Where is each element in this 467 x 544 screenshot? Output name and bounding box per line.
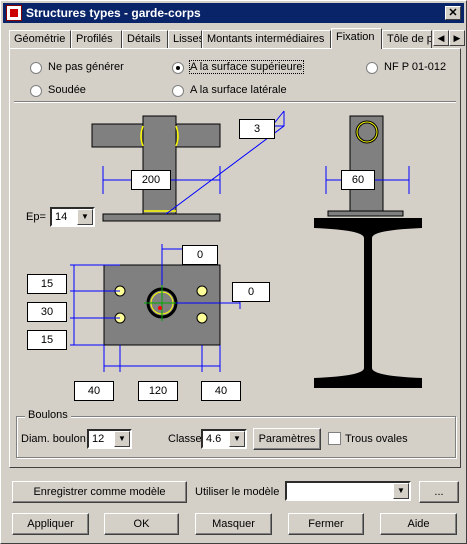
radio-dot — [30, 62, 42, 74]
radio-label: Ne pas générer — [48, 61, 124, 73]
tab-scroll-right-button[interactable]: ▶ — [449, 30, 465, 46]
plate-width-field[interactable]: 200 — [131, 170, 171, 190]
trous-ovales-label: Trous ovales — [345, 433, 408, 445]
title-bar[interactable]: Structures types - garde-corps ✕ — [3, 3, 464, 23]
tab-fixation[interactable]: Fixation — [331, 28, 382, 49]
trous-ovales-checkbox[interactable] — [328, 432, 341, 445]
chevron-down-icon[interactable]: ▼ — [114, 431, 130, 447]
tab-profiles[interactable]: Profilés — [71, 30, 122, 48]
weld-size-field[interactable]: 3 — [239, 119, 275, 139]
ep-value: 14 — [55, 211, 68, 223]
weld-mark — [175, 125, 179, 147]
classe-select[interactable]: 4.6 ▼ — [201, 429, 247, 449]
diam-boulon-label: Diam. boulon — [21, 433, 86, 445]
plan-view — [70, 244, 241, 372]
h-dim-1-field[interactable]: 40 — [74, 381, 114, 401]
side-plate — [327, 210, 404, 217]
parametres-button[interactable]: Paramètres — [253, 428, 321, 450]
radio-dot — [366, 62, 378, 74]
tab-montants-intermediaires[interactable]: Montants intermédiaires — [202, 30, 331, 48]
save-model-button[interactable]: Enregistrer comme modèle — [12, 481, 187, 503]
chevron-down-icon[interactable]: ▼ — [229, 431, 245, 447]
radio-dot-selected — [172, 62, 184, 74]
tab-geometrie[interactable]: Géométrie — [9, 30, 71, 48]
separator — [14, 101, 456, 103]
diam-boulon-value: 12 — [92, 433, 105, 445]
v-dim-2-field[interactable]: 30 — [27, 302, 67, 322]
diam-boulon-select[interactable]: 12 ▼ — [87, 429, 132, 449]
app-icon — [6, 5, 22, 21]
bolt-hole — [196, 312, 208, 324]
classe-value: 4.6 — [206, 433, 222, 445]
chevron-down-icon[interactable]: ▼ — [393, 483, 409, 499]
masquer-button[interactable]: Masquer — [195, 513, 272, 535]
ok-button[interactable]: OK — [104, 513, 179, 535]
tab-details[interactable]: Détails — [122, 30, 168, 48]
tab-tole[interactable]: Tôle de pr — [382, 30, 432, 48]
offset-top-field[interactable]: 0 — [182, 245, 218, 265]
classe-label: Classe — [168, 433, 202, 445]
base-plate — [102, 213, 221, 222]
aide-button[interactable]: Aide — [380, 513, 457, 535]
bolt-hole — [196, 285, 208, 297]
tab-scroll-left-button[interactable]: ◀ — [433, 30, 449, 46]
use-model-label: Utiliser le modèle — [195, 486, 280, 498]
fixation-drawing — [70, 110, 422, 388]
offset-right-field[interactable]: 0 — [232, 282, 270, 302]
boulons-group-label: Boulons — [25, 409, 71, 421]
boulons-group: Boulons Diam. boulon 12 ▼ Classe 4.6 ▼ P… — [16, 409, 456, 458]
tab-strip: Géométrie Profilés Détails Lisses Montan… — [9, 28, 465, 49]
ep-select[interactable]: 14 ▼ — [50, 207, 95, 227]
radio-label: A la surface latérale — [190, 84, 287, 96]
fermer-button[interactable]: Fermer — [288, 513, 364, 535]
post-section — [142, 115, 177, 215]
h-dim-3-field[interactable]: 40 — [201, 381, 241, 401]
v-dim-1-field[interactable]: 15 — [27, 274, 67, 294]
chevron-down-icon[interactable]: ▼ — [77, 209, 93, 225]
appliquer-button[interactable]: Appliquer — [12, 513, 89, 535]
radio-label: A la surface supérieure — [189, 60, 304, 74]
v-dim-3-field[interactable]: 15 — [27, 330, 67, 350]
radio-dot — [30, 85, 42, 97]
model-select[interactable]: ▼ — [285, 481, 411, 501]
browse-model-button[interactable]: ... — [419, 481, 459, 503]
tab-lisses[interactable]: Lisses — [168, 30, 202, 48]
front-elevation — [91, 110, 285, 222]
fixation-panel: Ne pas générer Soudée A la surface supér… — [9, 48, 461, 468]
radio-label: NF P 01-012 — [384, 61, 447, 73]
weld-ring — [356, 121, 378, 143]
center-mark — [158, 306, 162, 310]
weld-mark — [140, 125, 144, 147]
window-title: Structures types - garde-corps — [26, 6, 201, 20]
i-beam-profile — [314, 218, 422, 388]
radio-dot — [172, 85, 184, 97]
side-elevation — [314, 115, 422, 388]
side-width-field[interactable]: 60 — [341, 170, 375, 190]
close-button[interactable]: ✕ — [445, 6, 461, 20]
h-dim-2-field[interactable]: 120 — [138, 381, 178, 401]
radio-label: Soudée — [48, 84, 86, 96]
ep-label: Ep= — [26, 211, 46, 223]
